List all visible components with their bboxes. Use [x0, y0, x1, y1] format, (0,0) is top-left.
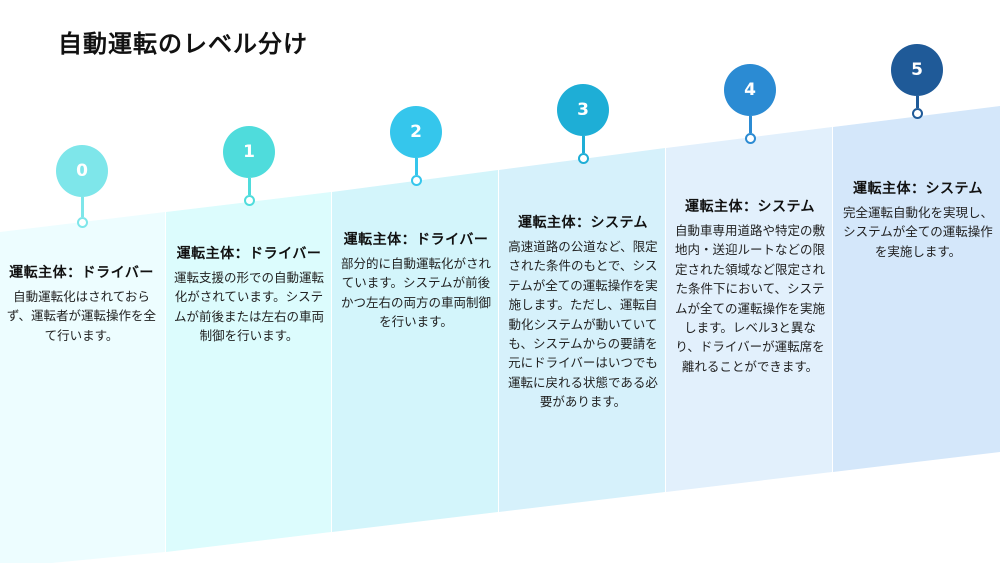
level-0-stem: [80, 197, 84, 217]
level-1-circle: 1: [223, 126, 275, 178]
level-1-heading: 運転主体：ドライバー: [176, 246, 322, 262]
level-3-text: 運転主体：システム 高速道路の公道など、限定された条件のもとで、システムが全ての…: [505, 212, 661, 411]
level-0-heading: 運転主体：ドライバー: [9, 265, 154, 281]
level-0-body: 自動運転化はされておらず、運転者が運転操作を全て行います。: [6, 289, 157, 343]
level-4-text: 運転主体：システム 自動車専用道路や特定の敷地内・送迎ルートなどの限定された領域…: [672, 196, 828, 376]
level-2-heading: 運転主体：ドライバー: [343, 232, 489, 248]
level-4-body: 自動車専用道路や特定の敷地内・送迎ルートなどの限定された領域など限定された条件下…: [674, 223, 825, 374]
band-level-3: [499, 148, 665, 512]
level-4-circle: 4: [724, 64, 776, 116]
level-1-text: 運転主体：ドライバー 運転支援の形での自動運転化がされています。システムが前後ま…: [171, 243, 327, 346]
level-1-body: 運転支援の形での自動運転化がされています。システムが前後または左右の車両制御を行…: [173, 270, 324, 344]
level-3-marker: 3: [557, 84, 609, 164]
level-4-marker: 4: [724, 64, 776, 144]
band-level-2: [332, 170, 498, 532]
level-4-stem: [748, 116, 752, 133]
level-0-marker: 0: [56, 145, 108, 228]
level-0-dot: [76, 217, 88, 228]
level-3-body: 高速道路の公道など、限定された条件のもとで、システムが全ての運転操作を実施します…: [508, 239, 658, 409]
level-5-stem: [915, 96, 919, 108]
level-2-stem: [414, 158, 418, 175]
level-3-dot: [577, 153, 589, 164]
level-2-body: 部分的に自動運転化がされています。システムが前後かつ左右の両方の車両制御を行いま…: [340, 256, 491, 330]
page-title: 自動運転のレベル分け: [58, 30, 308, 58]
level-5-heading: 運転主体：システム: [852, 181, 984, 197]
level-3-heading: 運転主体：システム: [517, 215, 649, 231]
level-2-circle: 2: [390, 106, 442, 158]
band-level-1: [166, 192, 331, 552]
level-2-marker: 2: [390, 106, 442, 186]
level-5-text: 運転主体：システム 完全運転自動化を実現し、システムが全ての運転操作を実施します…: [840, 178, 996, 261]
level-1-dot: [243, 195, 255, 206]
level-4-heading: 運転主体：システム: [684, 199, 816, 215]
level-1-stem: [247, 178, 251, 195]
level-2-dot: [410, 175, 422, 186]
band-level-0: [0, 212, 165, 563]
level-5-body: 完全運転自動化を実現し、システムが全ての運転操作を実施します。: [842, 205, 993, 259]
level-5-dot: [911, 108, 923, 119]
level-0-text: 運転主体：ドライバー 自動運転化はされておらず、運転者が運転操作を全て行います。: [4, 262, 159, 345]
level-5-marker: 5: [891, 44, 943, 119]
level-0-circle: 0: [56, 145, 108, 197]
level-1-marker: 1: [223, 126, 275, 206]
level-3-stem: [581, 136, 585, 153]
band-level-5: [833, 106, 1000, 472]
level-2-text: 運転主体：ドライバー 部分的に自動運転化がされています。システムが前後かつ左右の…: [338, 229, 494, 332]
level-4-dot: [744, 133, 756, 144]
level-3-circle: 3: [557, 84, 609, 136]
level-5-circle: 5: [891, 44, 943, 96]
band-level-4: [666, 127, 832, 492]
